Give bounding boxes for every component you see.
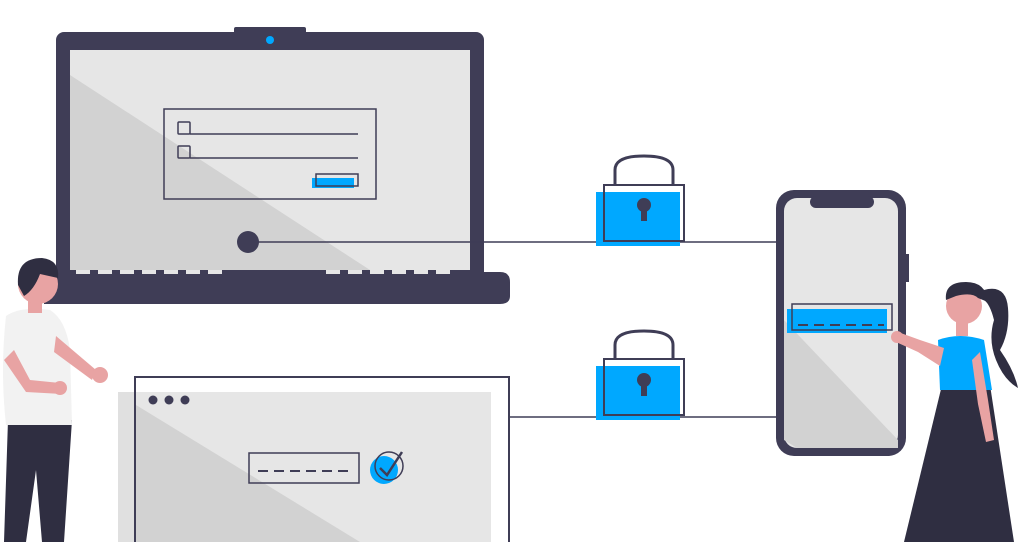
window-dot-icon bbox=[148, 395, 158, 405]
checkbox-icon bbox=[177, 145, 191, 159]
smartphone-icon bbox=[776, 190, 909, 456]
laptop-login-form bbox=[163, 108, 377, 200]
browser-window-icon bbox=[118, 376, 510, 542]
checkmark-icon bbox=[370, 451, 404, 484]
person-woman-icon bbox=[891, 282, 1018, 542]
phone-field-fill bbox=[787, 309, 887, 333]
laptop-screen-shade bbox=[70, 75, 370, 270]
phone-screen-shade bbox=[784, 320, 898, 448]
padlock-icon bbox=[596, 329, 685, 420]
laptop-camera-icon bbox=[266, 36, 274, 44]
laptop-camera-bar bbox=[234, 27, 306, 35]
submit-button-outline bbox=[315, 173, 359, 187]
node-dot bbox=[237, 231, 259, 253]
padlock-icon bbox=[596, 154, 685, 246]
submit-button-fill bbox=[312, 178, 354, 188]
browser-field bbox=[248, 452, 360, 484]
phone-notch bbox=[810, 196, 874, 208]
phone-field-outline bbox=[791, 303, 893, 331]
laptop-keys bbox=[76, 270, 450, 274]
window-dot-icon bbox=[164, 395, 174, 405]
laptop-icon bbox=[44, 27, 510, 304]
checkbox-icon bbox=[177, 121, 191, 135]
laptop-base bbox=[44, 272, 510, 304]
window-dot-icon bbox=[180, 395, 190, 405]
browser-shade bbox=[136, 405, 360, 542]
login-form-box bbox=[163, 108, 377, 200]
phone-side-button bbox=[905, 254, 909, 282]
person-man-icon bbox=[3, 258, 108, 542]
